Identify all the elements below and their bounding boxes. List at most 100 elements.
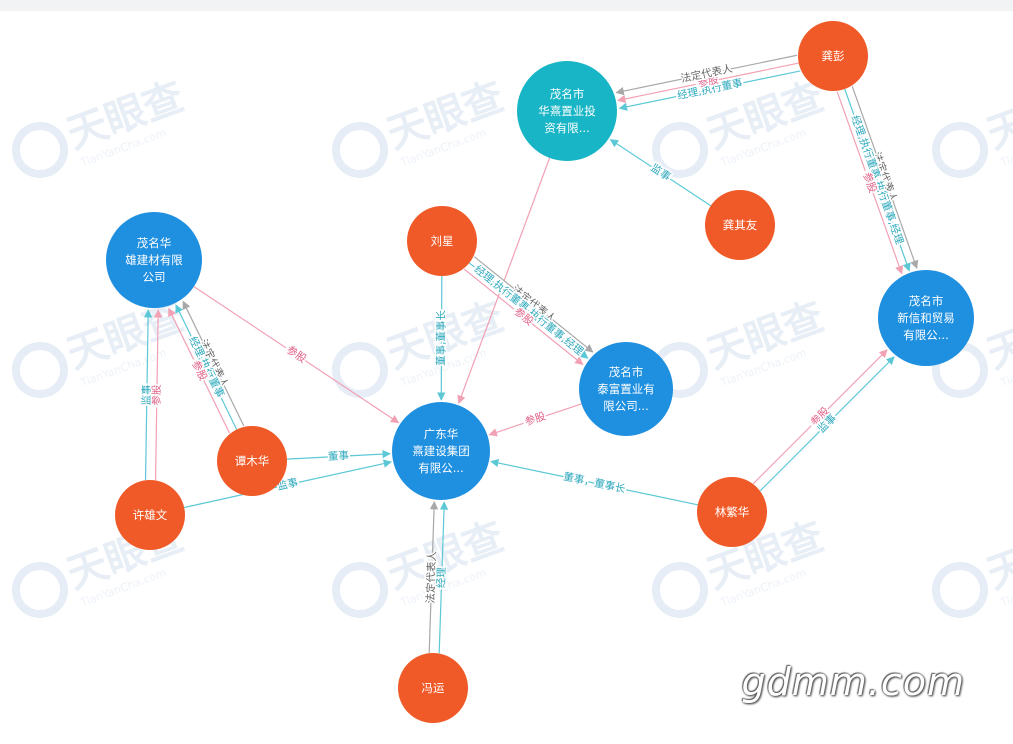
- node-label: 冯运: [422, 681, 445, 695]
- node-label: 林繁华: [715, 505, 750, 519]
- edge-lin_fanhua-to-guangdong: [490, 458, 698, 506]
- edge-label: 董事，董事长: [562, 470, 627, 496]
- edge-liu_xing-to-taifu: [473, 256, 594, 353]
- node-layer: 茂名市华熹置业投资有限...龚彭龚其友茂名市新信和贸易有限公...茂名华雄建材有…: [106, 21, 974, 723]
- edge-taifu-to-guangdong: [488, 403, 582, 437]
- node-circle[interactable]: [705, 190, 775, 260]
- node-label: 茂名市: [909, 294, 944, 308]
- person-node-feng-yun[interactable]: 冯运: [398, 653, 468, 723]
- node-circle[interactable]: [878, 270, 974, 366]
- edge-feng_yun-to-guangdong: [428, 500, 439, 653]
- node-label: 谭木华: [235, 454, 270, 468]
- node-label: 华熹置业投: [538, 104, 596, 118]
- edge-liu_xing-to-guangdong: [437, 275, 446, 401]
- edge-gong_peng-to-xinxin: [851, 86, 919, 269]
- watermark-logo-icon: [332, 562, 388, 618]
- watermark-logo-icon: [12, 122, 68, 178]
- node-label: 广东华: [424, 427, 459, 441]
- node-label: 熹建设集团: [412, 444, 470, 458]
- edge-liu_xing-to-taifu: [463, 268, 584, 366]
- node-circle[interactable]: [517, 61, 617, 161]
- edge-liu_xing-to-taifu: [468, 262, 589, 359]
- edge-feng_yun-to-guangdong: [438, 501, 449, 654]
- company-node-guangdong[interactable]: 广东华熹建设集团有限公...: [392, 402, 490, 500]
- node-label: 龚彭: [822, 49, 845, 63]
- top-bar: [0, 0, 1013, 11]
- company-node-taifu[interactable]: 茂名市泰富置业有限公司...: [579, 342, 673, 436]
- node-circle[interactable]: [798, 21, 868, 91]
- watermark-logo-icon: [652, 122, 708, 178]
- node-label: 泰富置业有: [597, 382, 655, 396]
- edge-tan_muhua-to-huaxiong: [175, 304, 238, 430]
- person-node-liu-xing[interactable]: 刘星: [407, 206, 477, 276]
- person-node-gong-peng[interactable]: 龚彭: [798, 21, 868, 91]
- node-label: 雄建材有限: [125, 253, 183, 267]
- edge-label: 法定代表人: [424, 550, 439, 603]
- node-label: 公司: [143, 270, 166, 284]
- watermark-logo-icon: [332, 122, 388, 178]
- edge-label: 经理,执行董事,执行董事,经理: [849, 114, 907, 247]
- edge-xu_xiongwen-to-huaxiong: [153, 309, 163, 481]
- edge-xu_xiongwen-to-guangdong: [184, 459, 393, 509]
- edge-label: 参股: [150, 384, 163, 406]
- node-label: 茂名市: [609, 365, 644, 379]
- edge-label: 董事: [328, 449, 350, 463]
- edge-xu_xiongwen-to-huaxiong: [143, 309, 153, 480]
- person-node-tan-muhua[interactable]: 谭木华: [217, 426, 287, 496]
- node-circle[interactable]: [217, 426, 287, 496]
- node-label: 许雄文: [133, 508, 168, 522]
- node-label: 新信和贸易: [897, 311, 955, 325]
- node-label: 资有限...: [544, 121, 589, 135]
- node-circle[interactable]: [579, 342, 673, 436]
- edge-tan_muhua-to-huaxiong: [168, 307, 231, 434]
- edge-lin_fanhua-to-xinxin: [759, 356, 895, 492]
- person-node-gong-qiyou[interactable]: 龚其友: [705, 190, 775, 260]
- node-circle[interactable]: [392, 402, 490, 500]
- watermark-logo-icon: [12, 342, 68, 398]
- node-circle[interactable]: [106, 212, 202, 308]
- node-circle[interactable]: [407, 206, 477, 276]
- person-node-xu-xiongwen[interactable]: 许雄文: [115, 480, 185, 550]
- watermark-logo-icon: [932, 122, 988, 178]
- company-node-huaxi-invest[interactable]: 茂名市华熹置业投资有限...: [517, 61, 617, 161]
- edge-label: 监事: [140, 384, 153, 406]
- watermark-logo-icon: [12, 562, 68, 618]
- node-label: 有限公...: [418, 461, 463, 475]
- node-label: 有限公...: [903, 328, 948, 342]
- edge-gong_peng-to-huaxi_invest: [615, 54, 798, 96]
- edge-label: 参股: [284, 343, 309, 366]
- edge-gong_peng-to-huaxi_invest: [618, 70, 801, 111]
- edge-lin_fanhua-to-xinxin: [752, 349, 888, 485]
- node-label: 龚其友: [723, 218, 758, 232]
- edge-label: 经理: [434, 566, 448, 588]
- node-label: 茂名华: [137, 236, 172, 250]
- watermark-logo-icon: [652, 562, 708, 618]
- node-circle[interactable]: [697, 477, 767, 547]
- person-node-lin-fanhua[interactable]: 林繁华: [697, 477, 767, 547]
- node-circle[interactable]: [398, 653, 468, 723]
- node-label: 限公司...: [603, 399, 648, 413]
- node-label: 刘星: [431, 234, 454, 248]
- node-circle[interactable]: [115, 480, 185, 550]
- edge-tan_muhua-to-huaxiong: [182, 300, 245, 427]
- edge-gong_peng-to-xinxin: [844, 88, 911, 272]
- edge-tan_muhua-to-guangdong: [286, 449, 391, 460]
- edge-gong_peng-to-xinxin: [836, 91, 904, 275]
- company-node-xinxin[interactable]: 茂名市新信和贸易有限公...: [878, 270, 974, 366]
- watermark-logo-icon: [932, 562, 988, 618]
- edge-gong_qiyou-to-huaxi_invest: [609, 139, 712, 207]
- edge-huaxiong-to-guangdong: [193, 286, 400, 424]
- edge-label: 参股: [523, 409, 548, 428]
- site-watermark: gdmm.com: [741, 660, 965, 704]
- node-label: 茂名市: [550, 87, 585, 101]
